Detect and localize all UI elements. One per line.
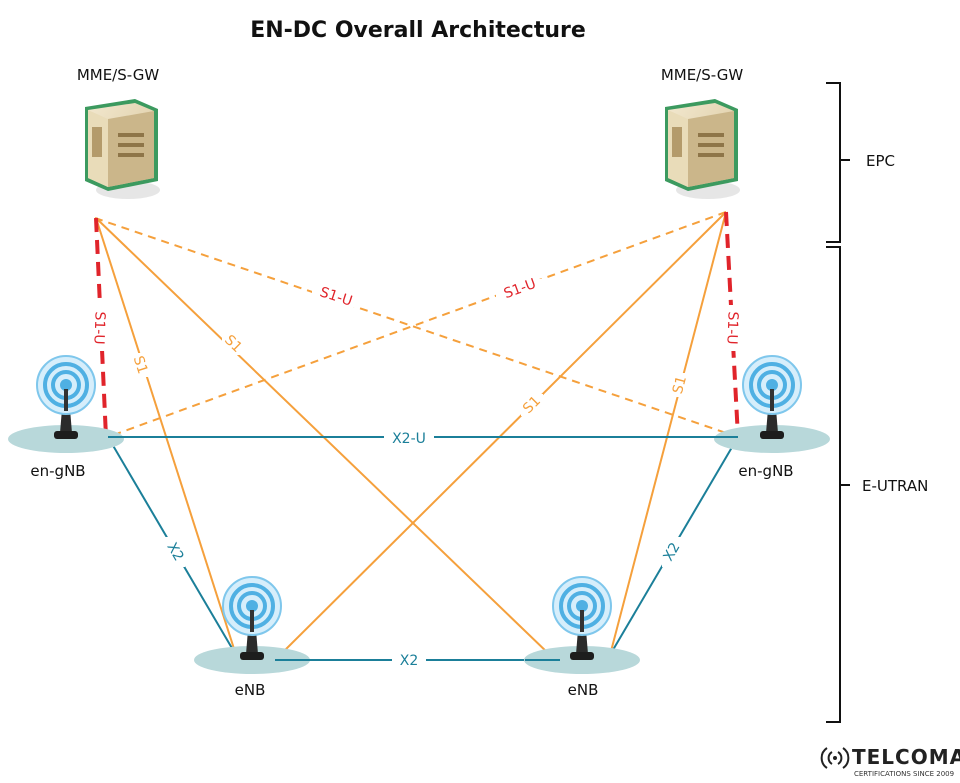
- s1-right-steep-line: [609, 211, 727, 656]
- s1u-left-vertical-label: S1-U: [90, 311, 107, 345]
- s1u-cross-left-line: [94, 217, 739, 438]
- right-gnb-antenna-icon: [712, 354, 832, 455]
- left-enb-label: eNB: [235, 681, 266, 699]
- eutran-bracket: [826, 246, 841, 723]
- x2u-label: X2-U: [392, 431, 426, 447]
- s1u-right-vertical-label: S1-U: [723, 311, 740, 345]
- right-enb-label: eNB: [568, 681, 599, 699]
- s1u-left-vertical-line: [94, 217, 108, 438]
- brand-tagline: CERTIFICATIONS SINCE 2009: [854, 770, 954, 778]
- left-core-label: MME/S-GW: [77, 66, 160, 84]
- right-server-icon: [665, 99, 740, 199]
- left-server-icon: [85, 99, 160, 199]
- brand-name: TELCOMA: [852, 745, 960, 769]
- x2-bottom-label: X2: [400, 653, 419, 669]
- telcoma-logo-icon: [820, 747, 850, 769]
- left-gnb-antenna-icon: [6, 354, 126, 455]
- s1-left-steep-label: S1: [130, 354, 151, 376]
- left-gnb-label: en-gNB: [30, 462, 85, 480]
- epc-bracket: [826, 82, 841, 243]
- right-gnb-label: en-gNB: [738, 462, 793, 480]
- diagram-title: EN-DC Overall Architecture: [250, 18, 586, 43]
- epc-label: EPC: [866, 152, 895, 170]
- eutran-label: E-UTRAN: [862, 477, 928, 495]
- s1-right-steep-label: S1: [670, 374, 690, 395]
- s1u-cross-right-line: [107, 211, 727, 438]
- right-core-label: MME/S-GW: [661, 66, 744, 84]
